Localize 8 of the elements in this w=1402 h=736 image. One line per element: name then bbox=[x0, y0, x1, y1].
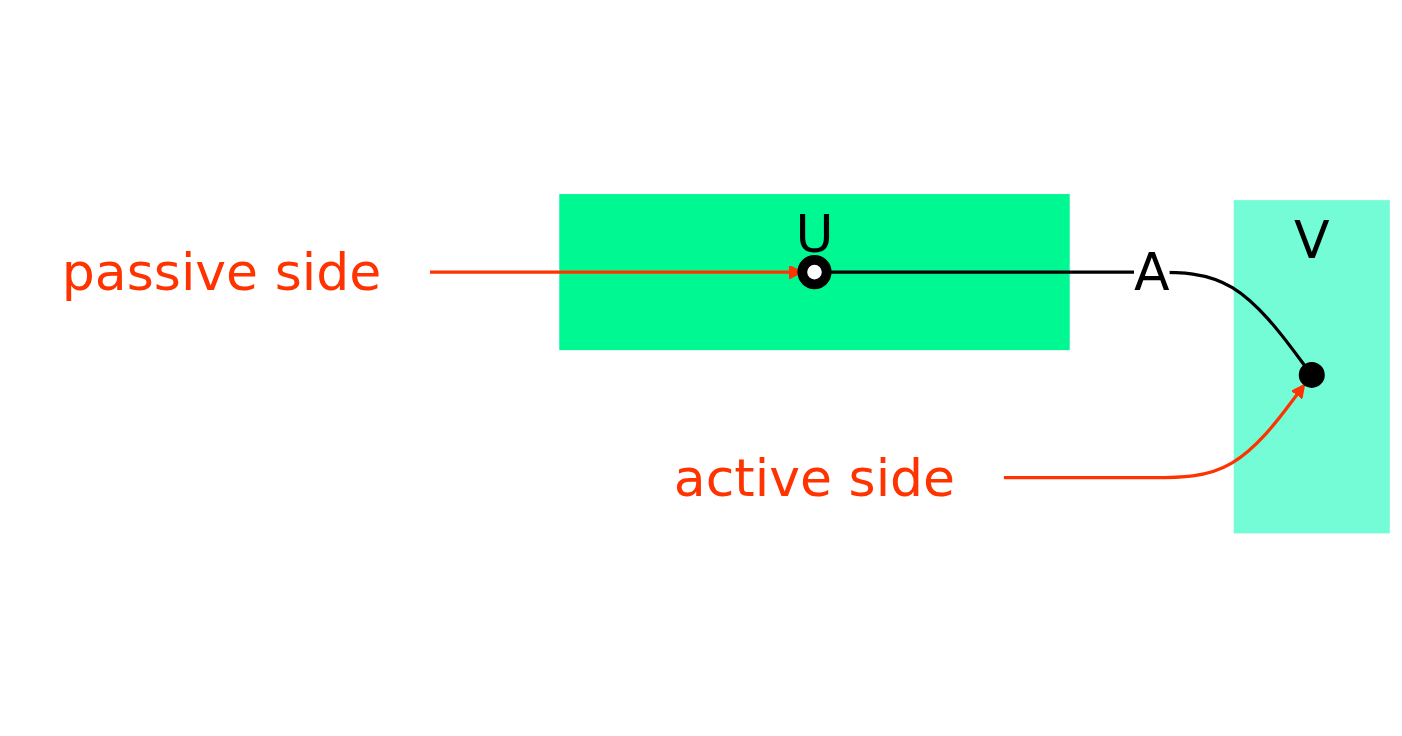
node-circle bbox=[797, 255, 832, 290]
node-text: active side bbox=[673, 446, 956, 509]
node-text: passive side bbox=[61, 241, 382, 303]
node-circle bbox=[1298, 361, 1325, 388]
arrow bbox=[1003, 384, 1306, 480]
cluster: U bbox=[559, 194, 1070, 351]
cluster: V bbox=[1233, 200, 1390, 534]
edge-label: A bbox=[1133, 241, 1170, 303]
